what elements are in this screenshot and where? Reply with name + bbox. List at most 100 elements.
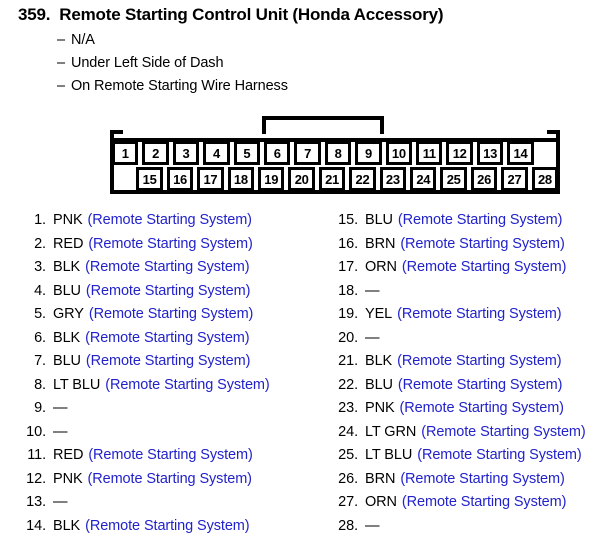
detail-line-location-na: –N/A [57,32,95,48]
connector-pin-5: 5 [234,141,260,165]
pin-number: 28. [330,518,358,534]
pin-assignment-row: 4. BLU (Remote Starting System) [18,283,318,307]
detail-line-location: –Under Left Side of Dash [57,55,223,71]
pin-assignment-row: 3.BLK(Remote Starting System) [18,259,318,283]
pin-system-name: (Remote Starting System) [402,494,566,510]
connector-pin-25: 25 [440,167,466,191]
connector-pin-6: 6 [264,141,290,165]
connector-pin-2: 2 [142,141,168,165]
pin-assignment-row: 9. — [18,400,318,424]
detail-text: On Remote Starting Wire Harness [71,78,288,94]
pin-number: 9. [18,400,46,416]
pin-system-name: (Remote Starting System) [85,259,249,275]
pin-wire-color-code: ORN [365,494,397,510]
pin-system-name: (Remote Starting System) [397,306,561,322]
pin-number: 18. [330,283,358,299]
pin-number: 16. [330,236,358,252]
pin-number: 25. [330,447,358,463]
pin-system-name: (Remote Starting System) [397,353,561,369]
connector-pin-21: 21 [319,167,345,191]
pin-assignment-row: 23.PNK(Remote Starting System) [330,400,615,424]
pin-number: 14. [18,518,46,534]
pin-wire-color-code: — [365,283,379,299]
pin-wire-color-code: BLK [365,353,392,369]
pin-assignment-row: 14.BLK(Remote Starting System) [18,518,318,541]
pin-assignment-list-left: 1.PNK(Remote Starting System)2.RED(Remot… [18,212,318,541]
pin-wire-color-code: — [53,424,67,440]
pin-number: 17. [330,259,358,275]
connector-pin-1: 1 [112,141,138,165]
pin-assignment-row: 7.BLU(Remote Starting System) [18,353,318,377]
connector-pin-27: 27 [501,167,527,191]
pin-assignment-row: 2.RED(Remote Starting System) [18,236,318,260]
pin-wire-color-code: — [365,518,379,534]
pin-assignment-list-right: 15.BLU(Remote Starting System)16.BRN(Rem… [330,212,615,541]
pin-assignment-row: 24.LT GRN(Remote Starting System) [330,424,615,448]
dash-glyph-icon: – [57,78,65,94]
connector-pin-19: 19 [258,167,284,191]
dash-glyph-icon: – [57,32,65,48]
detail-text: N/A [71,32,95,48]
connector-pin-18: 18 [228,167,254,191]
connector-latch-tab-icon [262,116,384,134]
pin-assignment-row: 6.BLK(Remote Starting System) [18,330,318,354]
connector-pin-24: 24 [410,167,436,191]
pin-system-name: (Remote Starting System) [86,283,250,299]
connector-pin-7: 7 [294,141,320,165]
pin-wire-color-code: RED [53,236,83,252]
pin-number: 3. [18,259,46,275]
detail-line-harness: –On Remote Starting Wire Harness [57,78,288,94]
pin-system-name: (Remote Starting System) [402,259,566,275]
pin-system-name: (Remote Starting System) [89,306,253,322]
pin-wire-color-code: PNK [365,400,395,416]
pin-system-name: (Remote Starting System) [105,377,269,393]
pin-number: 2. [18,236,46,252]
pin-wire-color-code: PNK [53,212,83,228]
pin-wire-color-code: BLK [53,518,80,534]
pin-wire-color-code: LT BLU [365,447,412,463]
page-title: 359. Remote Starting Control Unit (Honda … [18,5,443,25]
pin-system-name: (Remote Starting System) [417,447,581,463]
pin-number: 20. [330,330,358,346]
pin-number: 11. [18,447,46,463]
pin-wire-color-code: — [53,400,67,416]
connector-pin-17: 17 [197,167,223,191]
connector-pin-28: 28 [532,167,558,191]
pin-number: 12. [18,471,46,487]
connector-pin-9: 9 [355,141,381,165]
pin-system-name: (Remote Starting System) [88,212,252,228]
pin-assignment-row: 12.PNK(Remote Starting System) [18,471,318,495]
pin-assignment-row: 8.LT BLU(Remote Starting System) [18,377,318,401]
pin-wire-color-code: — [53,494,67,510]
pin-wire-color-code: BLU [53,283,81,299]
pin-number: 10. [18,424,46,440]
pin-system-name: (Remote Starting System) [88,447,252,463]
connector-pin-14: 14 [507,141,533,165]
pin-number: 19. [330,306,358,322]
pin-system-name: (Remote Starting System) [88,471,252,487]
pin-number: 4. [18,283,46,299]
connector-pin-15: 15 [136,167,162,191]
pin-number: 1. [18,212,46,228]
connector-pin-blank [538,141,558,165]
connector-pin-20: 20 [288,167,314,191]
pin-number: 7. [18,353,46,369]
connector-pin-16: 16 [167,167,193,191]
connector-pin-8: 8 [325,141,351,165]
pin-number: 26. [330,471,358,487]
item-number: 359. [18,5,50,24]
pin-assignment-row: 11.RED(Remote Starting System) [18,447,318,471]
pin-assignment-row: 21.BLK(Remote Starting System) [330,353,615,377]
pin-system-name: (Remote Starting System) [400,471,564,487]
pin-system-name: (Remote Starting System) [400,400,564,416]
pin-number: 27. [330,494,358,510]
pin-wire-color-code: BRN [365,471,395,487]
pin-assignment-row: 25. LT BLU (Remote Starting System) [330,447,615,471]
connector-pin-22: 22 [349,167,375,191]
title-text: Remote Starting Control Unit (Honda Acce… [59,5,443,24]
pin-assignment-row: 16.BRN(Remote Starting System) [330,236,615,260]
dash-glyph-icon: – [57,55,65,71]
pin-assignment-row: 20.— [330,330,615,354]
pin-number: 24. [330,424,358,440]
